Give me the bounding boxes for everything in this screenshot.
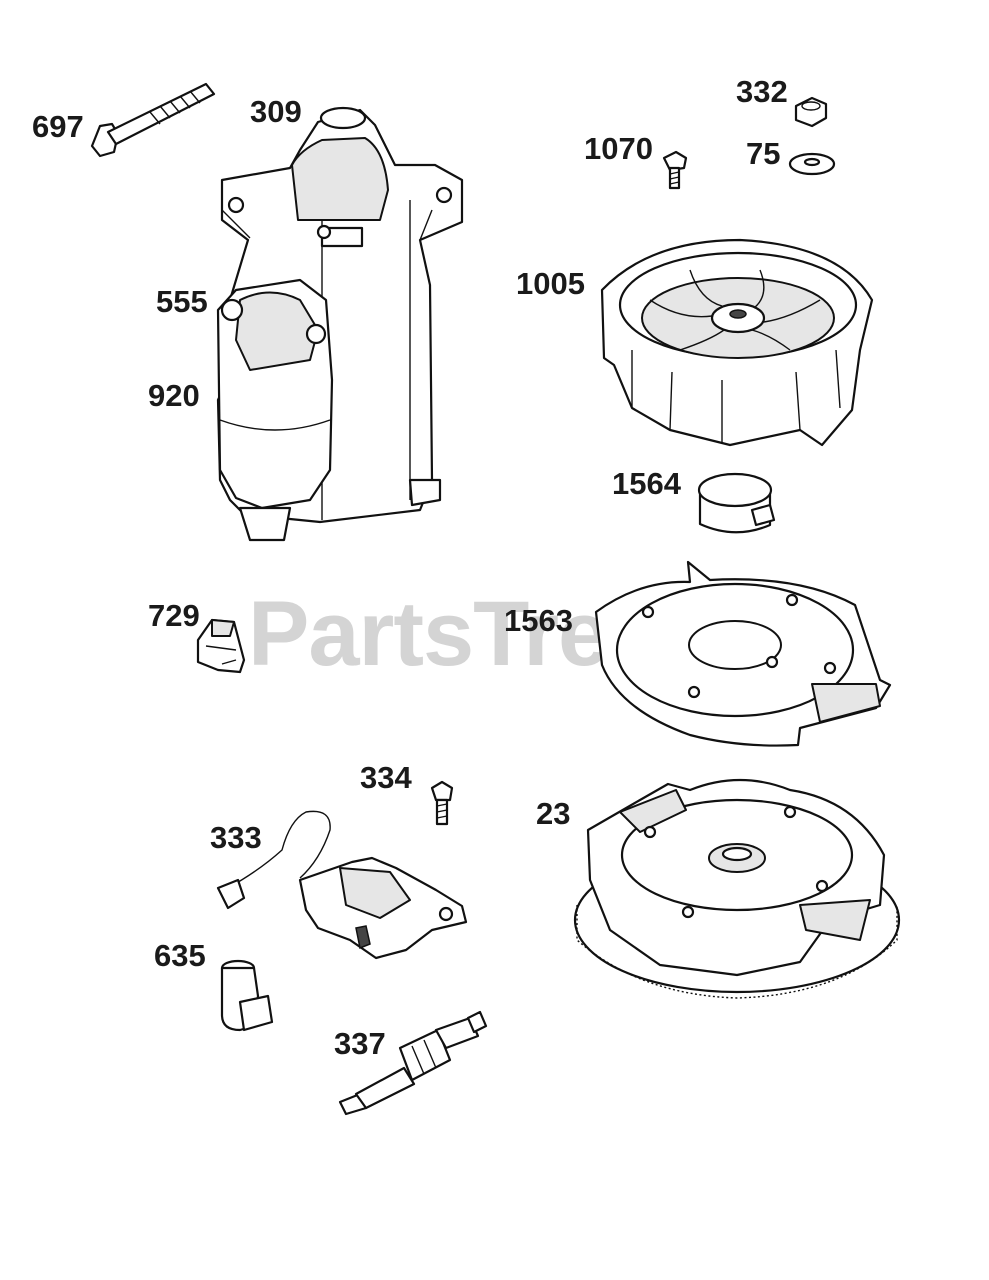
callout-1070[interactable]: 1070: [584, 131, 653, 166]
part-23-flywheel[interactable]: [573, 778, 901, 999]
part-1070-screw[interactable]: [662, 150, 688, 190]
part-333-ignition-coil[interactable]: [216, 810, 468, 960]
callout-309[interactable]: 309: [250, 94, 302, 129]
callout-337[interactable]: 337: [334, 1026, 386, 1061]
part-1563-backplate[interactable]: [594, 560, 892, 747]
watermark: PartsTree: [248, 583, 659, 685]
part-75-washer[interactable]: [788, 152, 836, 176]
callout-635[interactable]: 635: [154, 938, 206, 973]
callout-1005[interactable]: 1005: [516, 266, 585, 301]
callout-332[interactable]: 332: [736, 74, 788, 109]
part-635-spark-plug-boot[interactable]: [220, 959, 274, 1032]
callout-555[interactable]: 555: [156, 284, 208, 319]
callout-697[interactable]: 697: [32, 109, 84, 144]
part-332-nut[interactable]: [794, 96, 828, 128]
part-697-bolt[interactable]: [90, 82, 216, 158]
part-1005-fan[interactable]: [600, 238, 874, 447]
callout-729[interactable]: 729: [148, 598, 200, 633]
part-334-screw[interactable]: [430, 780, 454, 826]
callout-334[interactable]: 334: [360, 760, 412, 795]
part-729-clip[interactable]: [196, 618, 246, 674]
callout-23[interactable]: 23: [536, 796, 571, 831]
part-920-solenoid[interactable]: [216, 278, 334, 542]
callout-1564[interactable]: 1564: [612, 466, 681, 501]
callout-333[interactable]: 333: [210, 820, 262, 855]
callout-1563[interactable]: 1563: [504, 603, 573, 638]
callout-75[interactable]: 75: [746, 136, 781, 171]
part-1564-cap[interactable]: [697, 472, 776, 534]
callout-920[interactable]: 920: [148, 378, 200, 413]
part-337-spark-plug[interactable]: [338, 1010, 488, 1116]
